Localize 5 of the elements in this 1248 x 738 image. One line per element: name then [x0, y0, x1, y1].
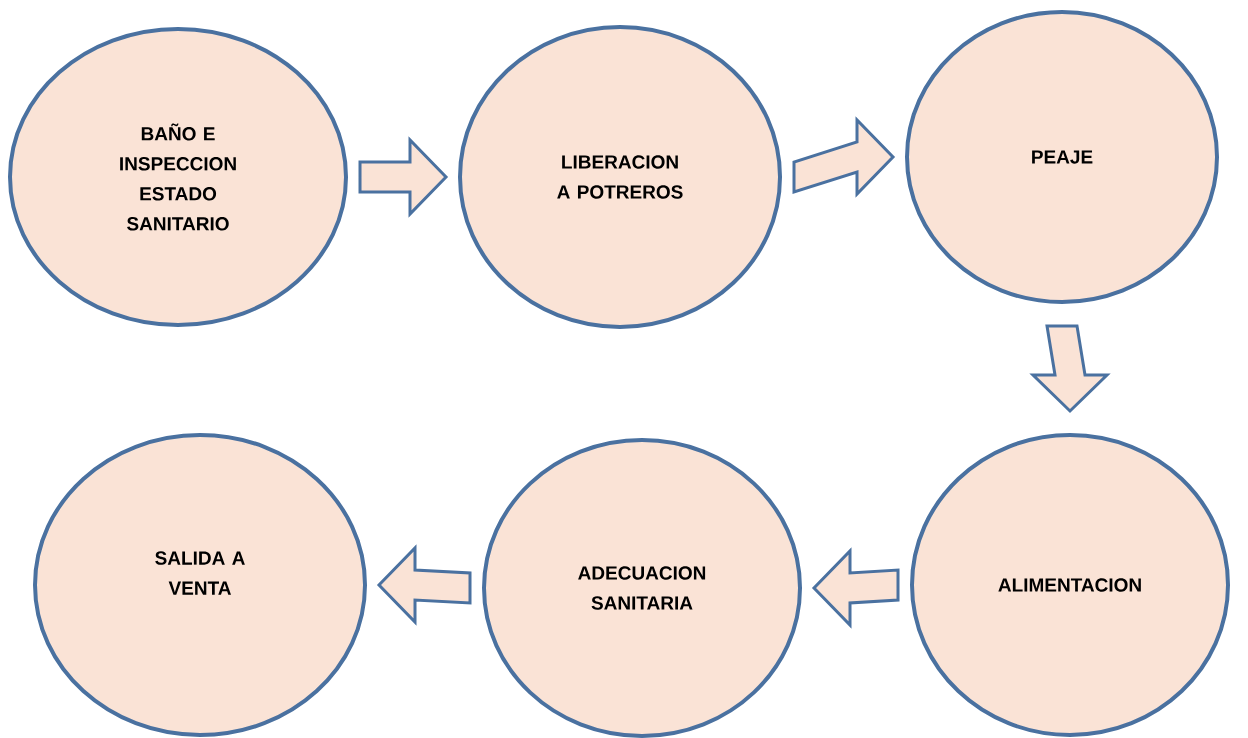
block-arrow	[358, 136, 449, 218]
block-arrow	[811, 547, 900, 629]
block-arrow	[792, 116, 896, 198]
block-arrow	[1029, 324, 1111, 414]
block-arrow	[376, 544, 472, 626]
